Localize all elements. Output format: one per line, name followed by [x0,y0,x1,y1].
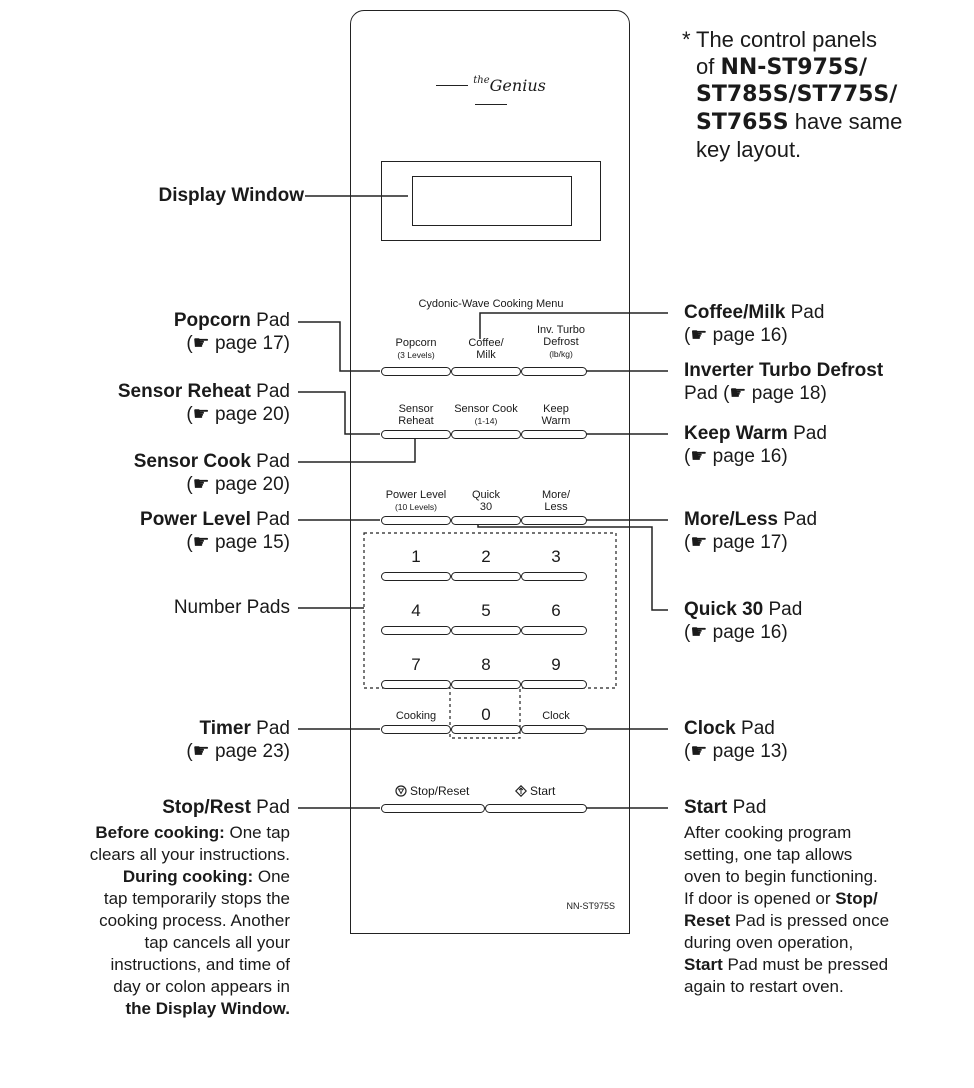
keep-warm-annotation: Keep Warm Pad (☛ page 16) [684,423,827,467]
defrost-annotation: Inverter Turbo Defrost Pad (☛ page 18) [684,360,884,404]
number-9-pad[interactable] [521,680,587,689]
sensor-cook-label: Sensor Cook(1-14) [454,403,518,426]
start-label: Start [485,784,585,798]
number-7-pad[interactable] [381,680,451,689]
number-1-label: 1 [411,547,421,566]
number-5-label: 5 [481,601,491,620]
coffee-milk-annotation: Coffee/Milk Pad (☛ page 16) [684,302,825,346]
quick30-annotation: Quick 30 Pad (☛ page 16) [684,599,803,643]
number-0-pad[interactable] [451,725,521,734]
control-panel: theGenius Cydonic-Wave Cooking Menu Popc… [350,10,630,934]
number-1-pad[interactable] [381,572,451,581]
stop-rest-description: Before cooking: One tap clears all your … [89,823,290,1018]
power-level-pad[interactable] [381,516,451,525]
number-6-pad[interactable] [521,626,587,635]
number-8-pad[interactable] [451,680,521,689]
coffee-milk-pad[interactable] [451,367,521,376]
model-note: * The control panels of NN-ST975S/ ST785… [682,27,903,162]
number-3-pad[interactable] [521,572,587,581]
stop-icon [395,785,407,797]
popcorn-label: Popcorn(3 Levels) [395,337,437,360]
stop-reset-label: Stop/Reset [377,785,487,797]
pointing-hand-icon: ☛ [192,532,210,553]
clock-annotation: Clock Pad (☛ page 13) [684,718,788,762]
model-number: NN-ST975S [566,901,615,911]
start-pad[interactable] [485,804,587,813]
popcorn-pad[interactable] [381,367,451,376]
clock-label: Clock [542,710,570,722]
cooking-menu-title: Cydonic-Wave Cooking Menu [418,298,564,310]
start-annotation: Start Pad [684,797,767,818]
more-less-pad[interactable] [521,516,587,525]
display-window-annotation: Display Window [158,185,304,206]
number-pads-annotation: Number Pads [173,597,290,618]
coffee-milk-label: Coffee/Milk [468,337,504,361]
popcorn-annotation: Popcorn Pad (☛ page 17) [173,310,290,354]
clock-pad[interactable] [521,725,587,734]
pointing-hand-icon: ☛ [690,532,708,553]
sensor-cook-pad[interactable] [451,430,521,439]
pointing-hand-icon: ☛ [192,741,210,762]
stop-rest-annotation: Stop/Rest Pad [162,797,290,818]
pointing-hand-icon: ☛ [192,333,210,354]
number-0-label: 0 [481,705,491,724]
display-window [412,176,572,226]
power-level-label: Power Level(10 Levels) [385,489,447,512]
quick30-pad[interactable] [451,516,521,525]
start-description: After cooking program setting, one tap a… [684,823,890,996]
keep-warm-pad[interactable] [521,430,587,439]
sensor-reheat-pad[interactable] [381,430,451,439]
number-5-pad[interactable] [451,626,521,635]
pointing-hand-icon: ☛ [192,474,210,495]
number-9-label: 9 [551,655,561,674]
number-6-label: 6 [551,601,561,620]
start-icon [514,784,527,798]
timer-annotation: Timer Pad (☛ page 23) [186,718,290,762]
defrost-pad[interactable] [521,367,587,376]
stop-reset-pad[interactable] [381,804,485,813]
number-4-pad[interactable] [381,626,451,635]
pointing-hand-icon: ☛ [690,446,708,467]
pointing-hand-icon: ☛ [690,741,708,762]
pointing-hand-icon: ☛ [192,404,210,425]
more-less-annotation: More/Less Pad (☛ page 17) [684,509,818,553]
brand-logo: theGenius [421,75,561,114]
pointing-hand-icon: ☛ [690,622,708,643]
pointing-hand-icon: ☛ [690,325,708,346]
number-4-label: 4 [411,601,421,620]
display-window-frame [381,161,601,241]
number-2-label: 2 [481,547,491,566]
number-7-label: 7 [411,655,421,674]
timer-pad[interactable] [381,725,451,734]
more-less-label: More/Less [541,489,571,513]
number-8-label: 8 [481,655,491,674]
cooking-label: Cooking [395,710,437,722]
number-2-pad[interactable] [451,572,521,581]
number-3-label: 3 [551,547,561,566]
power-level-annotation: Power Level Pad (☛ page 15) [140,509,290,553]
sensor-reheat-annotation: Sensor Reheat Pad (☛ page 20) [117,381,290,425]
pointing-hand-icon: ☛ [729,383,747,404]
sensor-cook-annotation: Sensor Cook Pad (☛ page 20) [133,451,290,495]
